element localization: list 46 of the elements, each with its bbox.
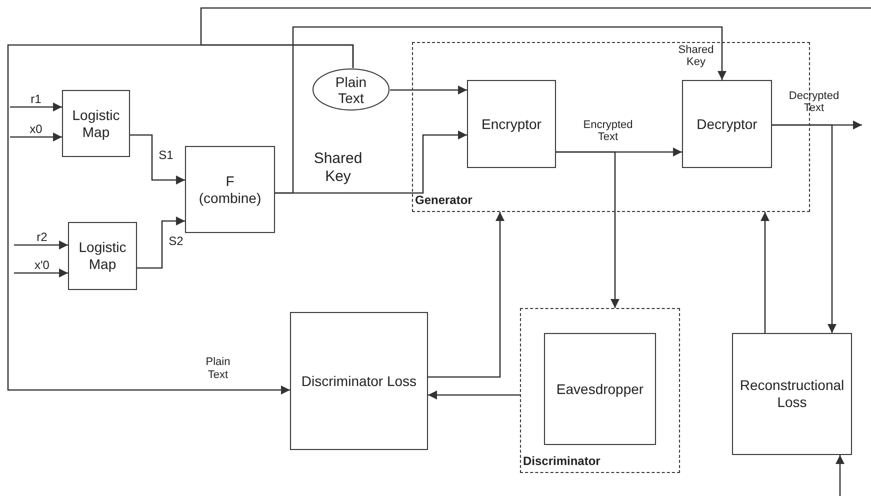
- arrow: [390, 86, 467, 94]
- arrow: [556, 151, 620, 308]
- node-label: F (combine): [198, 172, 262, 206]
- arrow: [130, 134, 185, 184]
- ellipse-node: [312, 68, 390, 111]
- arrow: [10, 132, 62, 142]
- node-label: Decryptor: [696, 116, 758, 132]
- edge-label: Shared Key: [677, 44, 715, 68]
- group-title: Discriminator: [523, 453, 600, 470]
- dashed-group-frame: [520, 308, 680, 473]
- node-label: Logistic Map: [71, 106, 121, 140]
- node-label: Eavesdropper: [556, 380, 644, 398]
- group-title: Generator: [415, 192, 472, 209]
- edge-label: x'0: [34, 257, 50, 274]
- edge-label: S1: [158, 147, 174, 164]
- arrow: [14, 268, 68, 278]
- node-label: Logistic Map: [78, 239, 128, 273]
- process-box: [62, 90, 130, 157]
- arrow: [836, 455, 844, 496]
- edge-label: Plain Text: [204, 356, 232, 382]
- node-label: Reconstructional Loss: [740, 377, 844, 411]
- node-label: Encryptor: [482, 116, 542, 132]
- edge-label: r2: [36, 229, 48, 246]
- process-box: [185, 146, 275, 233]
- edge-label: x0: [28, 121, 44, 138]
- edge-label: r1: [30, 91, 42, 108]
- process-box: [682, 80, 772, 168]
- arrow: [14, 240, 68, 250]
- process-box: [68, 222, 137, 290]
- arrow: [275, 26, 726, 194]
- edge-label: Decrypted Text: [788, 90, 840, 114]
- node-label: Plain Text: [334, 74, 368, 106]
- process-box: [544, 333, 656, 445]
- arrow: [772, 124, 836, 333]
- arrow: [428, 390, 520, 400]
- process-box: [467, 80, 556, 168]
- arrow: [137, 216, 185, 269]
- process-box: [290, 312, 428, 450]
- node-label: Discriminator Loss: [301, 372, 417, 390]
- edge-label: S2: [168, 233, 184, 250]
- arrow: [760, 212, 770, 333]
- edge-label: Encrypted Text: [582, 119, 634, 143]
- process-box: [732, 333, 852, 455]
- edge-label: Shared Key: [312, 150, 364, 186]
- arrow: [428, 212, 504, 378]
- arrow: [10, 102, 62, 112]
